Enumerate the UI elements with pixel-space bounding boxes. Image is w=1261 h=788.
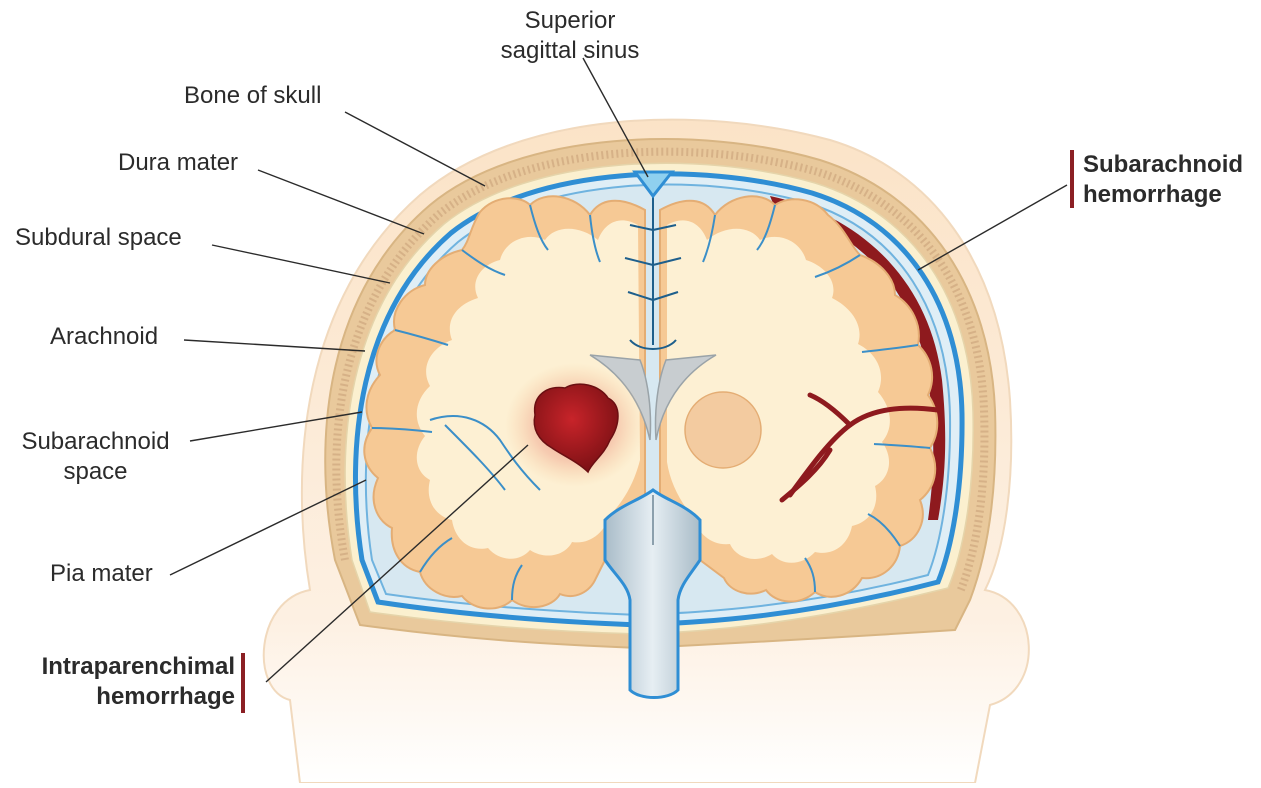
label-subarachnoid-space: Subarachnoid space xyxy=(8,427,183,487)
label-intraparenchymal-hemorrhage: Intraparenchimal hemorrhage xyxy=(25,652,235,712)
label-superior-sagittal-sinus: Superior sagittal sinus xyxy=(470,6,670,66)
label-bone-of-skull: Bone of skull xyxy=(184,81,321,111)
basal-ganglia-right xyxy=(685,392,761,468)
label-intraparenchymal-hemorrhage-line2: hemorrhage xyxy=(25,682,235,712)
label-subarachnoid-hemorrhage: Subarachnoid hemorrhage xyxy=(1083,150,1243,210)
label-subarachnoid-space-line2: space xyxy=(8,457,183,487)
label-subdural-space: Subdural space xyxy=(15,223,182,253)
accent-bar-intraparenchymal xyxy=(241,653,245,713)
label-subarachnoid-space-line1: Subarachnoid xyxy=(8,427,183,457)
label-superior-sagittal-sinus-line2: sagittal sinus xyxy=(470,36,670,66)
label-arachnoid: Arachnoid xyxy=(50,322,158,352)
accent-bar-subarachnoid xyxy=(1070,150,1074,208)
label-superior-sagittal-sinus-line1: Superior xyxy=(470,6,670,36)
label-pia-mater: Pia mater xyxy=(50,559,153,589)
label-dura-mater: Dura mater xyxy=(118,148,238,178)
label-intraparenchymal-hemorrhage-line1: Intraparenchimal xyxy=(25,652,235,682)
label-subarachnoid-hemorrhage-line2: hemorrhage xyxy=(1083,180,1243,210)
label-subarachnoid-hemorrhage-line1: Subarachnoid xyxy=(1083,150,1243,180)
